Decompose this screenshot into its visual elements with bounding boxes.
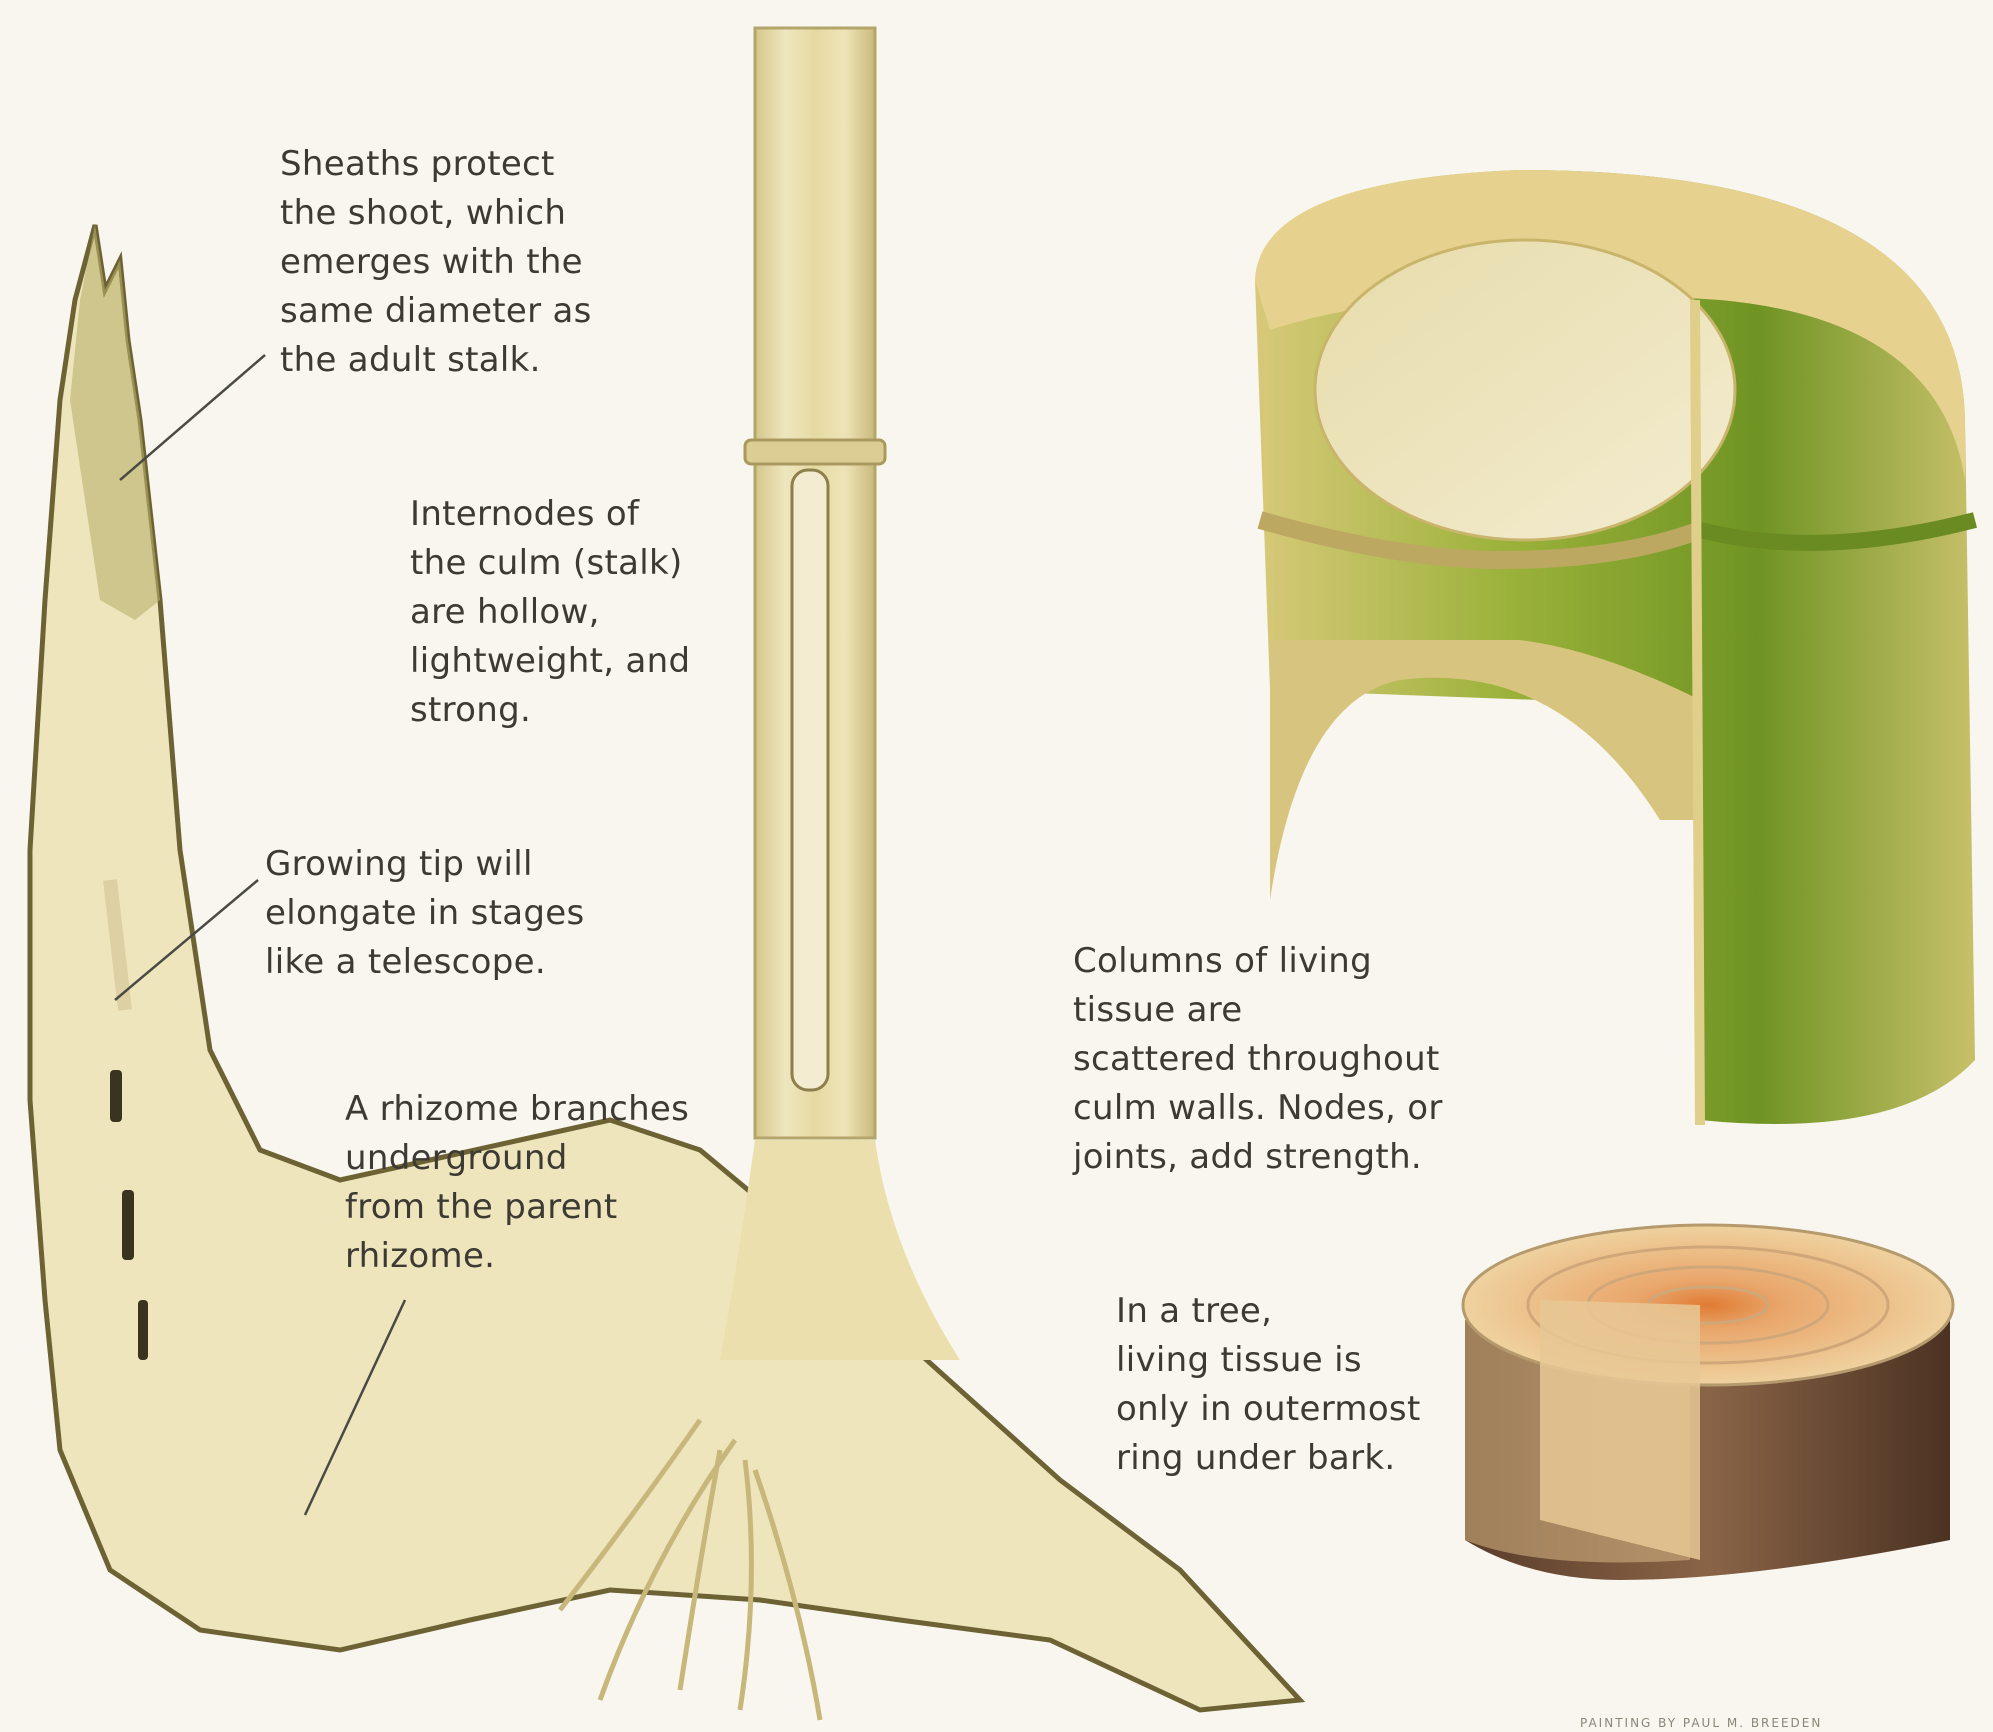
caption-line: the shoot, which — [280, 189, 592, 238]
caption-line: living tissue is — [1116, 1336, 1421, 1385]
caption-line: emerges with the — [280, 238, 592, 287]
caption-line: same diameter as — [280, 287, 592, 336]
caption-line: the adult stalk. — [280, 336, 592, 385]
caption-columns: Columns of living tissue are scattered t… — [1073, 937, 1443, 1182]
caption-line: In a tree, — [1116, 1287, 1421, 1336]
painting-credit: PAINTING BY PAUL M. BREEDEN — [1580, 1716, 1822, 1730]
caption-line: from the parent — [345, 1183, 689, 1232]
caption-line: Internodes of — [410, 490, 690, 539]
caption-tree: In a tree, living tissue is only in oute… — [1116, 1287, 1421, 1483]
caption-line: joints, add strength. — [1073, 1133, 1443, 1182]
caption-line: Columns of living — [1073, 937, 1443, 986]
caption-line: culm walls. Nodes, or — [1073, 1084, 1443, 1133]
caption-line: like a telescope. — [265, 938, 585, 987]
caption-line: tissue are — [1073, 986, 1443, 1035]
caption-line: only in outermost — [1116, 1385, 1421, 1434]
bamboo-culm — [720, 28, 960, 1360]
caption-line: strong. — [410, 686, 690, 735]
caption-rhizome: A rhizome branches underground from the … — [345, 1085, 689, 1281]
caption-line: are hollow, — [410, 588, 690, 637]
caption-line: A rhizome branches — [345, 1085, 689, 1134]
caption-internodes: Internodes of the culm (stalk) are hollo… — [410, 490, 690, 735]
caption-growing-tip: Growing tip will elongate in stages like… — [265, 840, 585, 987]
tree-log-section — [1463, 1225, 1953, 1580]
caption-line: rhizome. — [345, 1232, 689, 1281]
caption-line: scattered throughout — [1073, 1035, 1443, 1084]
caption-line: ring under bark. — [1116, 1434, 1421, 1483]
caption-line: elongate in stages — [265, 889, 585, 938]
caption-line: Growing tip will — [265, 840, 585, 889]
caption-line: the culm (stalk) — [410, 539, 690, 588]
caption-sheaths: Sheaths protect the shoot, which emerges… — [280, 140, 592, 385]
caption-line: lightweight, and — [410, 637, 690, 686]
caption-line: Sheaths protect — [280, 140, 592, 189]
caption-line: underground — [345, 1134, 689, 1183]
